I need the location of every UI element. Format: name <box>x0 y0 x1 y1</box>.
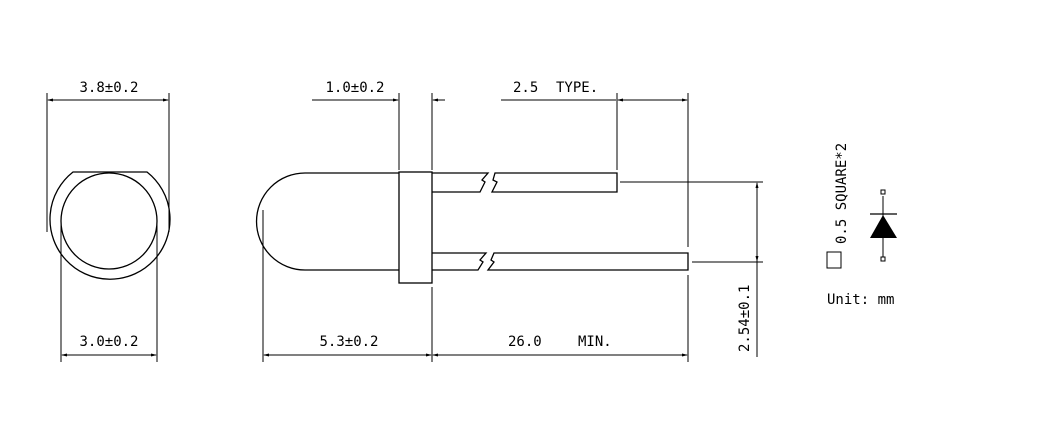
outer-diameter-label: 3.8±0.2 <box>79 80 138 96</box>
led-body <box>255 172 399 271</box>
lead-pitch-label: 2.54±0.1 <box>737 285 753 352</box>
upper-lead <box>432 172 618 193</box>
inner-lens <box>60 172 158 270</box>
lead-length-label: 26.0 <box>508 334 542 350</box>
diode-symbol-icon <box>870 189 897 262</box>
inner-diameter-label: 3.0±0.2 <box>79 334 138 350</box>
lower-lead <box>432 252 689 271</box>
flange-width-label: 1.0±0.2 <box>325 80 384 96</box>
side-view: 1.0±0.2 2.5 TYPE. 5.3±0.2 26.0 MIN. 2.54… <box>255 80 763 362</box>
front-view: 3.8±0.2 3.0±0.2 <box>46 80 171 362</box>
lead-size-label: 0.5 SQUARE*2 <box>834 143 850 244</box>
outer-rim <box>49 171 171 280</box>
lead-offset-label: 2.5 <box>513 80 538 96</box>
lead-offset-note: TYPE. <box>556 80 598 96</box>
unit-label: Unit: mm <box>827 292 894 308</box>
lead-length-note: MIN. <box>578 334 612 350</box>
legend: 0.5 SQUARE*2 Unit: mm <box>826 143 897 308</box>
square-lead-icon <box>826 251 842 269</box>
body-length-label: 5.3±0.2 <box>319 334 378 350</box>
flange <box>398 171 433 284</box>
